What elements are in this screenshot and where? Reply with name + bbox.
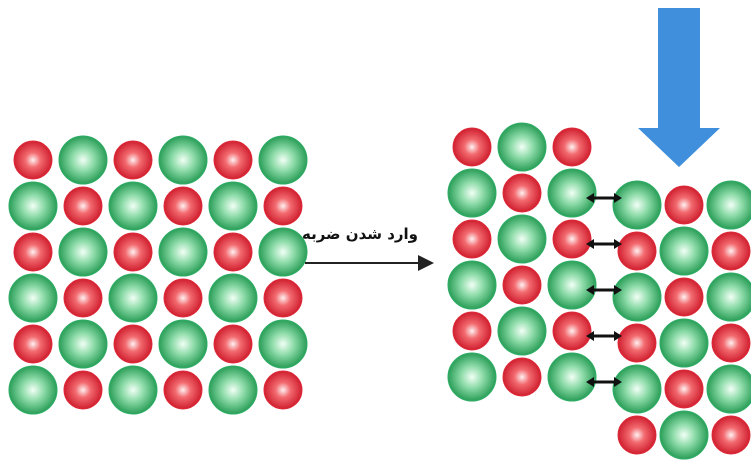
small-atom [163, 278, 203, 318]
large-atom [208, 273, 258, 323]
small-atom [664, 185, 704, 225]
large-atom [497, 306, 547, 356]
impact-force-arrow [638, 8, 720, 167]
large-atom [158, 319, 208, 369]
large-atom [497, 122, 547, 172]
large-atom [58, 319, 108, 369]
small-atom [552, 127, 592, 167]
large-atom [547, 168, 597, 218]
large-atom [547, 260, 597, 310]
small-atom [63, 186, 103, 226]
large-atom [208, 365, 258, 415]
large-atom [612, 180, 662, 230]
small-atom [452, 127, 492, 167]
small-atom [113, 324, 153, 364]
large-atom [158, 135, 208, 185]
large-atom [258, 227, 308, 277]
large-atom [108, 181, 158, 231]
large-atom [258, 135, 308, 185]
large-atom [612, 272, 662, 322]
large-atom [58, 135, 108, 185]
small-atom [617, 323, 657, 363]
large-atom [447, 260, 497, 310]
lattice-before-impact [8, 135, 308, 415]
small-atom [711, 323, 751, 363]
small-atom [263, 186, 303, 226]
small-atom [213, 140, 253, 180]
small-atom [163, 186, 203, 226]
double-arrow [586, 285, 622, 295]
small-atom [63, 370, 103, 410]
small-atom [263, 370, 303, 410]
large-atom [659, 226, 709, 276]
large-atom [108, 273, 158, 323]
large-atom [612, 364, 662, 414]
small-atom [664, 369, 704, 409]
small-atom [213, 324, 253, 364]
large-atom [706, 180, 751, 230]
large-atom [659, 318, 709, 368]
small-atom [711, 231, 751, 271]
small-atom [502, 357, 542, 397]
double-arrow [586, 239, 622, 249]
double-arrow [586, 377, 622, 387]
small-atom [552, 219, 592, 259]
large-atom [58, 227, 108, 277]
repulsion-arrows [586, 193, 622, 387]
large-atom [108, 365, 158, 415]
large-atom [8, 181, 58, 231]
large-atom [706, 272, 751, 322]
large-atom [8, 365, 58, 415]
small-atom [63, 278, 103, 318]
small-atom [13, 324, 53, 364]
small-atom [13, 232, 53, 272]
large-atom [447, 168, 497, 218]
double-arrow [586, 331, 622, 341]
large-atom [258, 319, 308, 369]
small-atom [263, 278, 303, 318]
double-arrow [586, 193, 622, 203]
small-atom [552, 311, 592, 351]
small-atom [452, 311, 492, 351]
large-atom [8, 273, 58, 323]
large-atom [497, 214, 547, 264]
small-atom [452, 219, 492, 259]
small-atom [664, 277, 704, 317]
small-atom [113, 232, 153, 272]
large-atom [208, 181, 258, 231]
small-atom [617, 231, 657, 271]
large-atom [158, 227, 208, 277]
large-atom [547, 352, 597, 402]
small-atom [617, 415, 657, 455]
small-atom [213, 232, 253, 272]
large-atom [659, 410, 709, 460]
lattice-after-impact [447, 122, 751, 460]
large-atom [447, 352, 497, 402]
small-atom [502, 173, 542, 213]
small-atom [711, 415, 751, 455]
small-atom [13, 140, 53, 180]
small-atom [163, 370, 203, 410]
large-atom [706, 364, 751, 414]
impact-label: وارد شدن ضربه [301, 225, 418, 243]
small-atom [113, 140, 153, 180]
small-atom [502, 265, 542, 305]
